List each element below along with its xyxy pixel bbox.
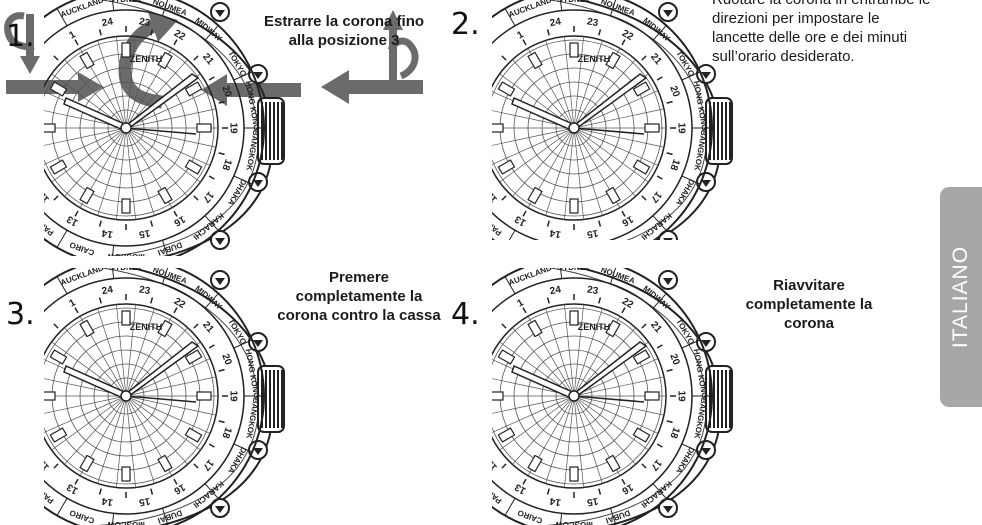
hour-number: 12 [44, 189, 52, 205]
hour-number: 21 [648, 52, 664, 68]
city-label: CAIRO [68, 240, 95, 256]
step-2-number: 2. [451, 7, 480, 42]
crown-icon [705, 365, 733, 433]
hour-number: 15 [138, 227, 151, 240]
city-label: PARIS [44, 215, 56, 238]
hour-number: 23 [586, 284, 599, 297]
language-tab-label: ITALIANO [949, 245, 972, 349]
hour-number: 22 [172, 296, 188, 311]
hour-number: 24 [101, 284, 114, 297]
step-3-caption: Premere completamente la corona contro l… [277, 269, 441, 324]
hour-number: 23 [138, 284, 151, 297]
hour-number: 17 [648, 189, 664, 205]
hour-number: 23 [586, 16, 599, 29]
hour-number: 24 [549, 284, 562, 297]
hour-number: 17 [200, 189, 216, 205]
hour-number: 19 [227, 122, 238, 134]
hour-number: 22 [620, 28, 636, 43]
hour-number: 16 [171, 213, 187, 228]
brand-logo: ZENITH [130, 54, 163, 64]
hour-number: 19 [675, 122, 686, 134]
hour-number: 1 [67, 29, 78, 42]
hour-number: 18 [219, 157, 233, 172]
hour-number: 21 [648, 320, 664, 336]
city-label: SYDNEY [110, 0, 144, 4]
hour-number: 19 [675, 390, 686, 402]
hour-number: 15 [586, 227, 599, 240]
city-label: DHAKA [226, 445, 248, 475]
hour-number: 17 [200, 457, 216, 473]
hour-number: 1 [515, 29, 526, 42]
watch-illustration-2: ZENITHAUCKLANDSYDNEYNOUMEAMIDWAYTOKYOHON… [492, 0, 733, 240]
crown-icon [257, 365, 285, 433]
city-label: DHAKA [226, 177, 248, 207]
watch-illustration-4: ZENITHAUCKLANDSYDNEYNOUMEAMIDWAYTOKYOHON… [492, 268, 733, 525]
hour-number: 22 [620, 296, 636, 311]
hour-number: 22 [172, 28, 188, 43]
hour-number: 14 [549, 495, 562, 508]
hour-number: 20 [219, 352, 233, 367]
hour-number: 16 [619, 481, 635, 496]
brand-logo: ZENITH [578, 322, 611, 332]
city-label: MOSCOW [107, 252, 145, 256]
step-3-number: 3. [6, 297, 35, 332]
hour-number: 15 [586, 495, 599, 508]
hour-number: 24 [549, 16, 562, 29]
step-1-number: 1. [6, 19, 35, 54]
hour-number: 20 [667, 352, 681, 367]
hour-number: 16 [619, 213, 635, 228]
city-label: DHAKA [674, 445, 696, 475]
hour-number: 21 [200, 52, 216, 68]
city-label: MOSCOW [555, 520, 593, 525]
screw-arrow-icon [321, 10, 424, 104]
hour-number: 1 [515, 297, 526, 310]
brand-logo: ZENITH [130, 322, 163, 332]
hour-number: 20 [219, 84, 233, 99]
hour-number: 17 [648, 457, 664, 473]
hour-number: 20 [667, 84, 681, 99]
hour-number: 13 [65, 213, 81, 228]
city-label: MOSCOW [107, 520, 145, 525]
crown-icon [705, 97, 733, 165]
push-arrow-icon [200, 74, 301, 106]
language-tab: ITALIANO [940, 187, 982, 407]
hour-number: 13 [513, 481, 529, 496]
step-4-caption: Riavvitare completamente la corona [745, 277, 873, 332]
hour-number: 23 [138, 16, 151, 29]
city-label: SYDNEY [558, 268, 592, 272]
hour-number: 13 [65, 481, 81, 496]
brand-logo: ZENITH [578, 54, 611, 64]
watch-illustration-3: ZENITHAUCKLANDSYDNEYNOUMEAMIDWAYTOKYOHON… [44, 268, 285, 525]
hour-number: 14 [101, 227, 114, 240]
hour-number: 14 [101, 495, 114, 508]
hour-number: 18 [667, 157, 681, 172]
city-label: DHAKA [674, 177, 696, 207]
hour-number: 16 [171, 481, 187, 496]
hour-number: 24 [101, 16, 114, 29]
hour-number: 15 [138, 495, 151, 508]
step-2-caption: Ruotare la corona in entrambe le direzio… [712, 0, 930, 65]
pull-arrow-icon [4, 12, 104, 102]
step-1-caption: Estrarre la corona fino alla posizione 3 [263, 13, 425, 49]
city-label: SYDNEY [558, 0, 592, 4]
city-label: PARIS [44, 483, 56, 506]
city-label: SYDNEY [110, 268, 144, 272]
watch-illustration-1: ZENITHAUCKLANDSYDNEYNOUMEAMIDWAYTOKYOHON… [44, 0, 285, 256]
hour-number: 12 [492, 457, 500, 473]
city-label: PARIS [492, 215, 504, 238]
hour-number: 12 [492, 189, 500, 205]
city-label: PARIS [492, 483, 504, 506]
hour-number: 14 [549, 227, 562, 240]
city-label: DUBAI [156, 240, 183, 256]
hour-number: 19 [227, 390, 238, 402]
hour-number: 18 [667, 425, 681, 440]
hour-number: 1 [67, 297, 78, 310]
hour-number: 21 [200, 320, 216, 336]
hour-number: 12 [44, 457, 52, 473]
hour-number: 18 [219, 425, 233, 440]
step-4-number: 4. [451, 297, 480, 332]
hour-number: 13 [513, 213, 529, 228]
